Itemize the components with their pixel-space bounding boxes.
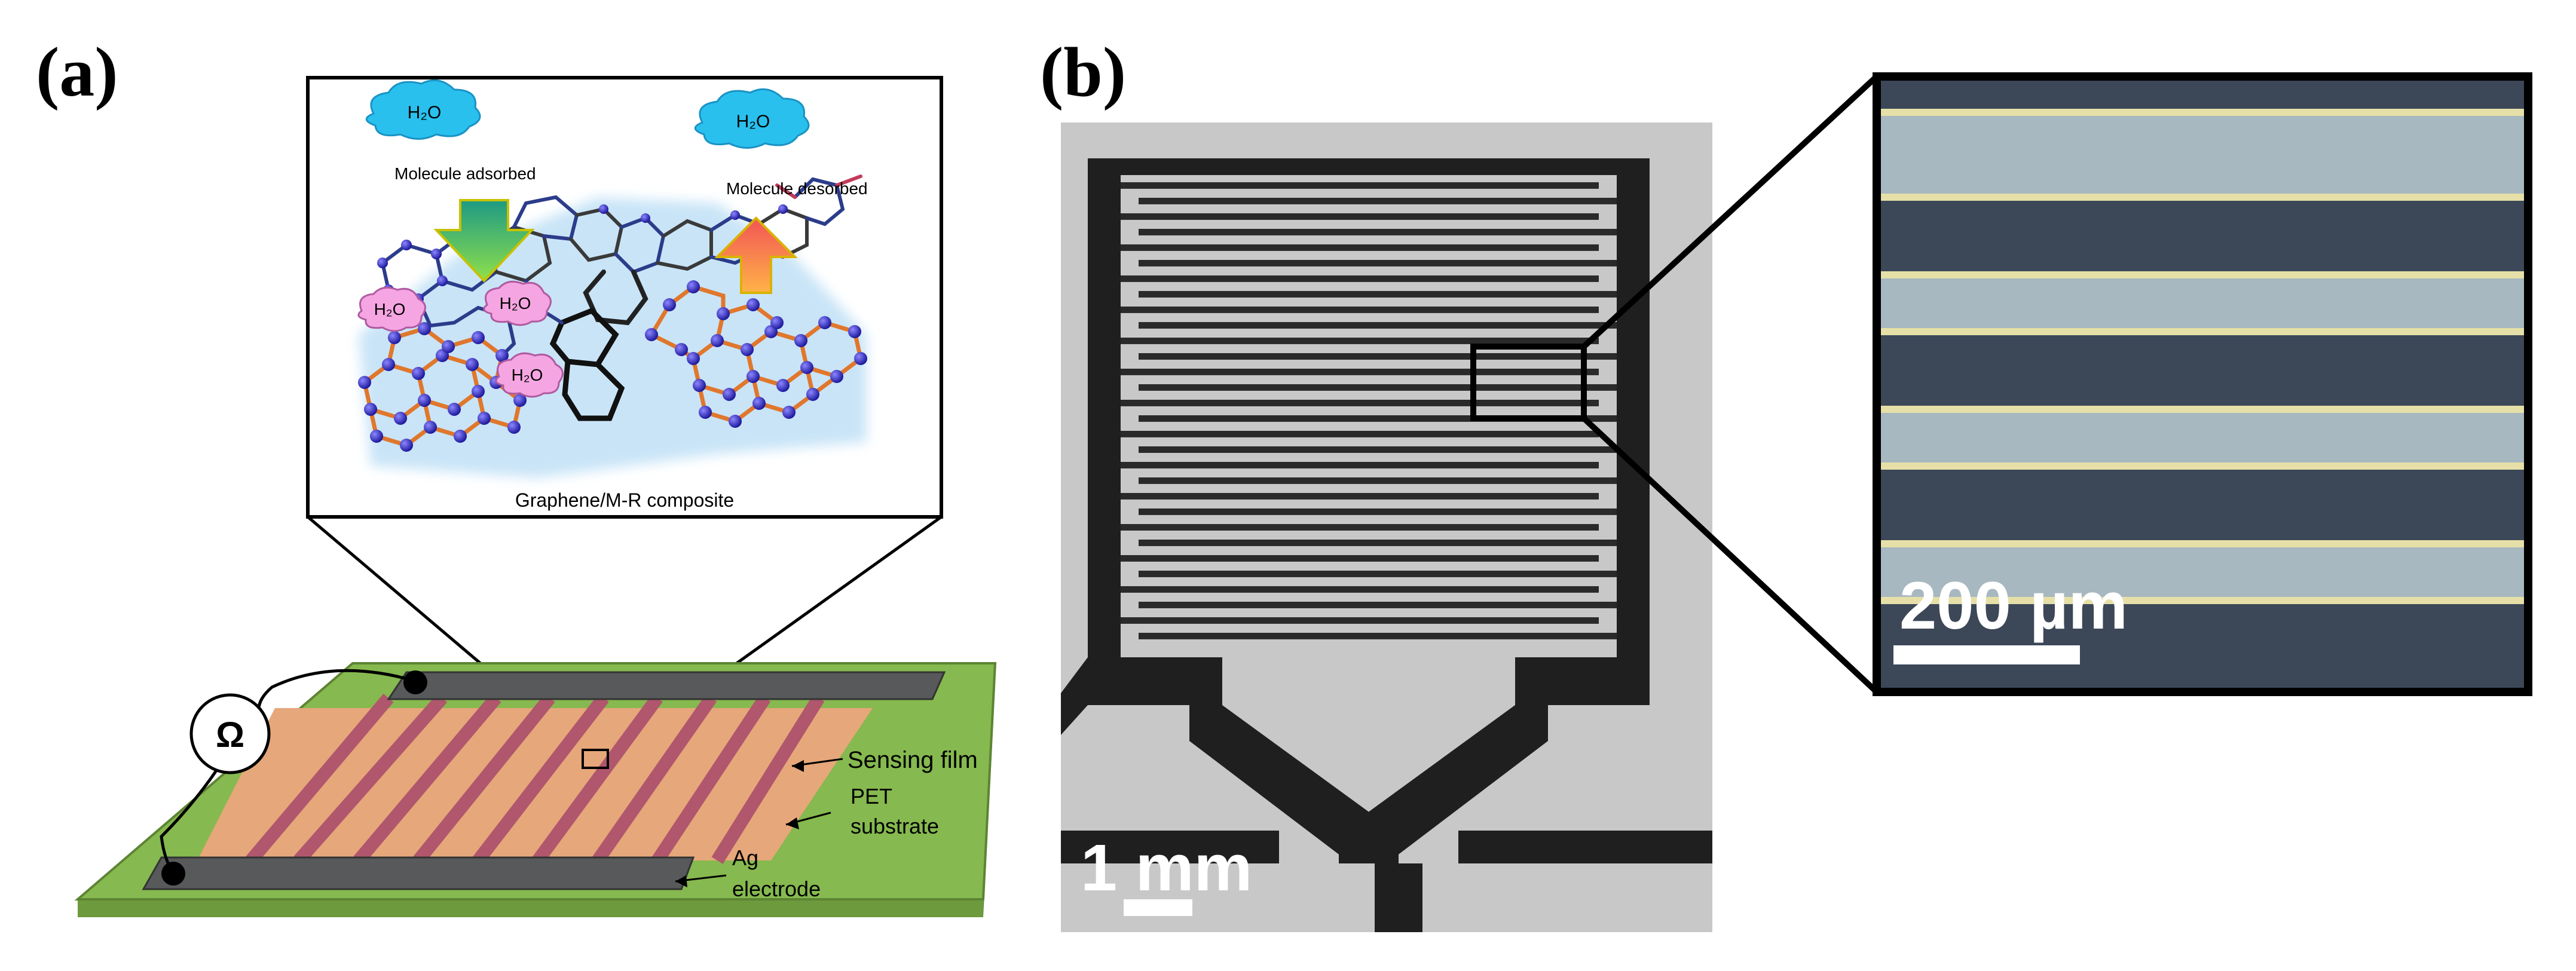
comb-finger (1121, 493, 1599, 500)
sensing-film-label: Sensing film (848, 747, 978, 773)
cloud-left: H₂O (365, 79, 481, 140)
comb-finger (1139, 415, 1617, 422)
silver-line-edge (1881, 406, 2524, 413)
comb-finger (1139, 291, 1617, 298)
ohm-meter-icon (189, 693, 271, 774)
left-bus-bar (1088, 158, 1121, 666)
molecule-adsorbed-text: Molecule adsorbed (394, 164, 536, 183)
comb-finger (1139, 602, 1617, 608)
scalebar-200um (1893, 645, 2080, 664)
silver-line-edge (1881, 109, 2524, 116)
pet-label-line1: PET (850, 784, 892, 808)
ag-label-line1: Ag (732, 846, 758, 870)
comb-finger (1139, 353, 1617, 360)
comb-finger (1121, 244, 1599, 251)
comb-finger (1139, 446, 1617, 453)
pet-label-line2: substrate (850, 814, 939, 838)
silver-line (1881, 112, 2524, 197)
silver-line-edge (1881, 540, 2524, 547)
comb-finger (1139, 509, 1617, 515)
scalebar-1mm (1124, 899, 1192, 916)
sensor-device (74, 662, 997, 917)
comb-finger (1139, 229, 1617, 235)
water-bubble: H₂O (495, 352, 564, 398)
adsorption-arrow-icon (433, 199, 535, 283)
ag-label-line2: electrode (732, 877, 821, 901)
molecular-inset: H₂O H₂O Molecule adsorbed Molecule desor… (306, 76, 943, 519)
water-bubble-label: H₂O (500, 294, 531, 313)
interdigitated-combs (1121, 182, 1617, 639)
water-bubble: H₂O (483, 280, 552, 326)
comb-finger (1139, 384, 1617, 391)
composite-label: Graphene/M-R composite (515, 489, 734, 511)
comb-finger (1121, 182, 1599, 189)
silver-line (1881, 544, 2524, 601)
electrode-fingers (246, 693, 825, 865)
silver-line (1881, 275, 2524, 332)
ohmmeter-circuit: Ω (160, 669, 427, 886)
right-bus-bar (1617, 158, 1650, 666)
comb-finger (1139, 477, 1617, 484)
comb-finger (1139, 322, 1617, 329)
bottom-contact-dot (161, 862, 185, 886)
silver-line-edge (1881, 328, 2524, 335)
micrograph-stripes (1881, 109, 2524, 604)
comb-finger (1139, 540, 1617, 546)
desorption-arrow-icon (714, 216, 798, 294)
ohm-symbol: Ω (216, 715, 244, 755)
cloud-right-label: H₂O (736, 112, 770, 131)
comb-finger (1121, 524, 1599, 531)
zoom-region (1470, 344, 1587, 421)
silver-line-edge (1881, 194, 2524, 201)
water-bubble-label: H₂O (374, 300, 406, 318)
scalebar-1mm-label: 1 mm (1081, 831, 1252, 905)
comb-finger (1121, 617, 1599, 624)
zoom-marker (582, 749, 609, 769)
comb-finger (1121, 555, 1599, 562)
silver-line-edge (1881, 271, 2524, 278)
comb-finger (1121, 307, 1599, 313)
comb-finger (1121, 400, 1599, 406)
pet-substrate-edge (78, 899, 983, 917)
zoom-connector-top (1581, 74, 1879, 349)
comb-finger (1139, 571, 1617, 577)
comb-finger (1139, 633, 1617, 639)
panel-a-label: (a) (36, 33, 118, 111)
atom-nodes (358, 204, 867, 452)
silver-line-edge (1881, 597, 2524, 604)
comb-finger (1121, 213, 1599, 220)
top-contact-dot (403, 670, 427, 694)
comb-finger (1121, 586, 1599, 593)
comb-finger (1121, 431, 1599, 437)
comb-finger (1121, 369, 1599, 375)
silver-line (1881, 409, 2524, 466)
zoom-connector-bottom (1581, 416, 1879, 694)
molecule-desorbed-text: Molecule desorbed (726, 179, 868, 198)
comb-finger (1139, 198, 1617, 204)
cloud-left-label: H₂O (408, 103, 442, 122)
cloud-right: H₂O (694, 88, 810, 149)
silver-line-edge (1881, 462, 2524, 470)
scalebar-200um-label: 200 µm (1899, 568, 2128, 643)
top-ag-electrode (387, 671, 946, 700)
panel-b-label: (b) (1040, 33, 1126, 111)
device-labels: Sensing film PET substrate Ag electrode (675, 747, 978, 901)
bottom-ag-electrode (142, 856, 695, 890)
micrograph: 200 µm (1873, 72, 2532, 696)
water-bubble-label: H₂O (512, 366, 543, 384)
comb-finger (1139, 260, 1617, 267)
comb-finger (1121, 462, 1599, 468)
comb-finger (1121, 275, 1599, 282)
water-bubble: H₂O (357, 286, 426, 332)
electrode-photo: 1 mm (1061, 122, 1712, 932)
comb-finger (1121, 338, 1599, 344)
